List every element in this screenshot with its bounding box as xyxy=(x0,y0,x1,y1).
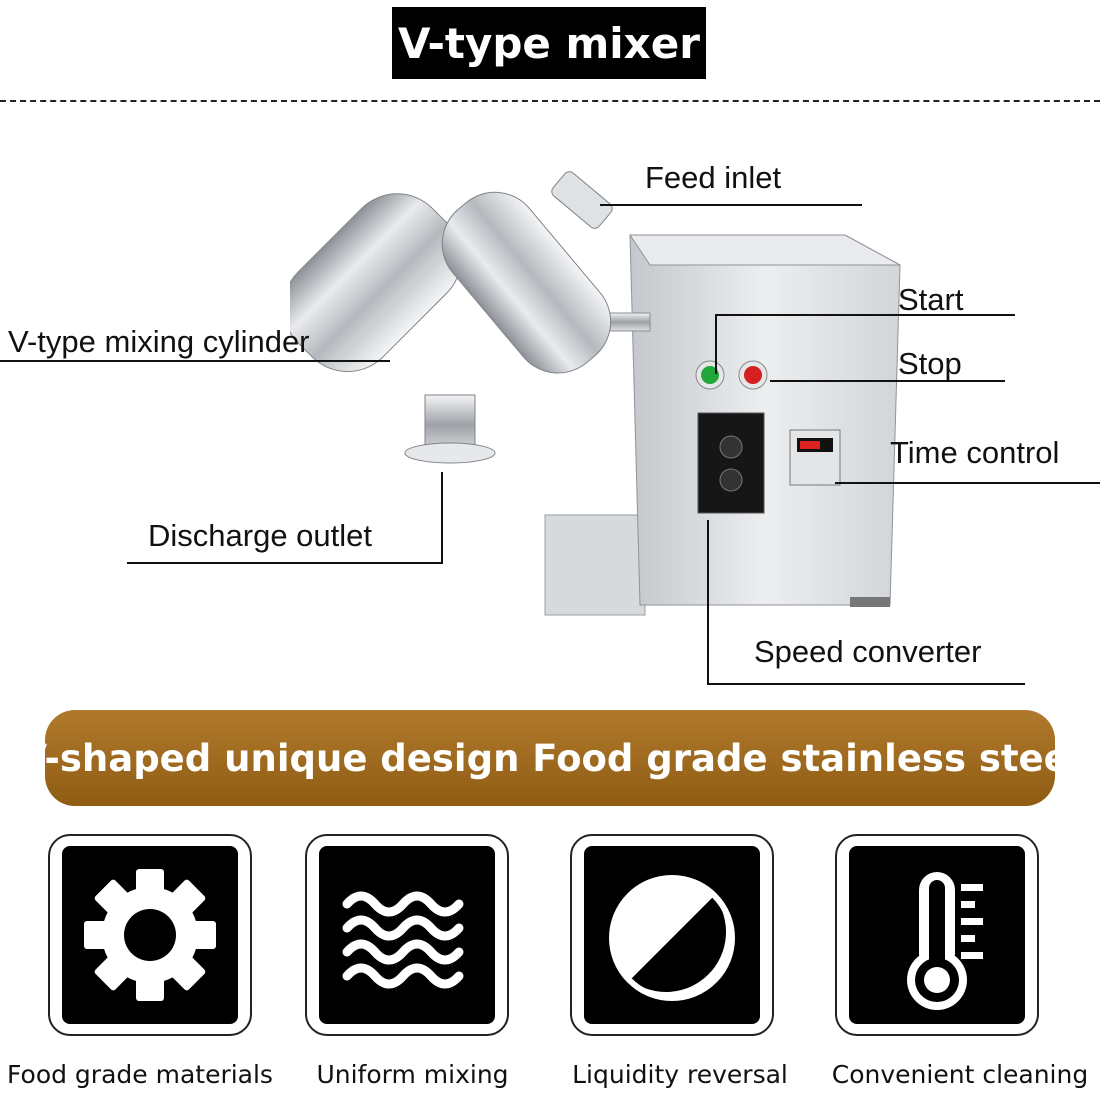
half-circle-icon xyxy=(584,846,760,1024)
callout-line xyxy=(127,562,443,564)
feature-tile-food-grade xyxy=(48,834,252,1036)
callout-start: Start xyxy=(898,282,964,317)
feature-label: Liquidity reversal xyxy=(572,1060,788,1089)
callout-line xyxy=(835,482,1100,484)
callout-line xyxy=(770,380,1005,382)
callout-discharge-outlet: Discharge outlet xyxy=(148,518,373,553)
callout-speed-converter: Speed converter xyxy=(754,634,982,669)
callout-line xyxy=(707,683,1025,685)
callout-time-control: Time control xyxy=(890,435,1060,470)
feature-tile-liquidity-reversal xyxy=(570,834,774,1036)
feature-label: Food grade materials xyxy=(7,1060,273,1089)
feature-label: Convenient cleaning xyxy=(831,1060,1089,1089)
callout-line xyxy=(715,314,1015,316)
feature-tile-uniform-mixing xyxy=(305,834,509,1036)
gear-icon xyxy=(62,846,238,1024)
callout-line xyxy=(600,204,862,206)
page-title: V-type mixer xyxy=(392,7,706,79)
callout-feed-inlet: Feed inlet xyxy=(645,160,782,195)
divider xyxy=(0,100,1100,102)
feature-label: Uniform mixing xyxy=(316,1060,509,1089)
callout-line xyxy=(715,314,717,374)
callout-line xyxy=(707,520,709,685)
waves-icon xyxy=(319,846,495,1024)
callout-stop: Stop xyxy=(898,346,962,381)
callout-line xyxy=(0,360,390,362)
feature-banner: V-shaped unique design Food grade stainl… xyxy=(19,710,1081,806)
callout-line xyxy=(441,472,443,564)
callout-mixing-cylinder: V-type mixing cylinder xyxy=(8,324,310,359)
mixer-machine-illustration xyxy=(290,171,901,616)
feature-tile-convenient-cleaning xyxy=(835,834,1039,1036)
thermometer-icon xyxy=(849,846,1025,1024)
